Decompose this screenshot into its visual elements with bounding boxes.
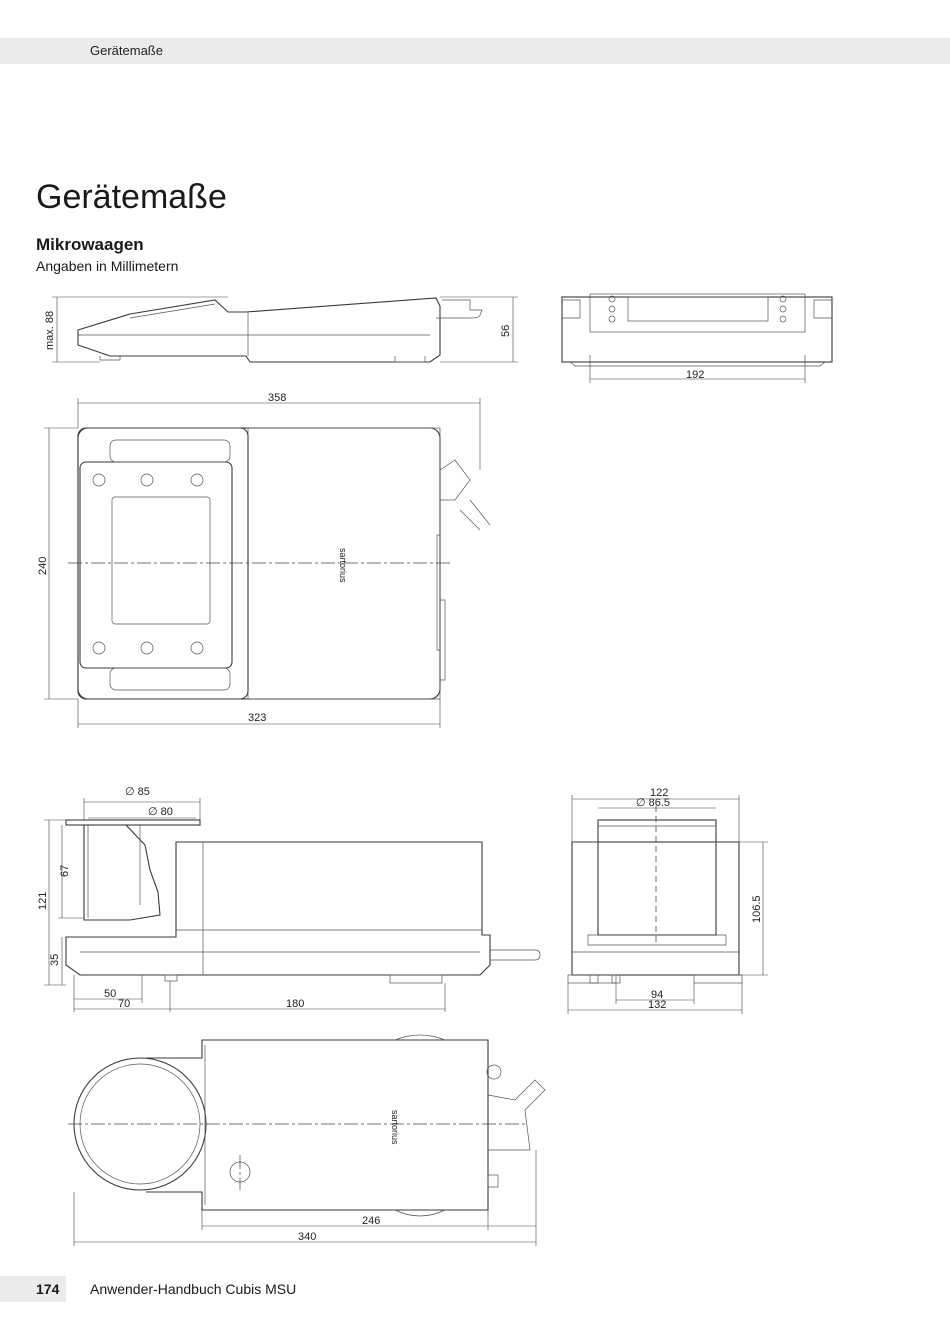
bottom-view-drawing: sartorius 246 340 (68, 1034, 546, 1246)
dim-rear-dia: ∅ 86.5 (636, 797, 670, 809)
brand-mark-top: sartorius (338, 548, 348, 583)
running-header-title: Gerätemaße (90, 43, 163, 58)
front-view-drawing: 192 (561, 293, 833, 383)
dim-total-height: 121 (37, 892, 49, 910)
dim-side-height: max. 88 (44, 311, 56, 350)
brand-mark-bottom: sartorius (390, 1110, 400, 1145)
side-chamber-drawing: ∅ 85 ∅ 80 121 67 35 50 70 180 (37, 786, 541, 1012)
dim-chamber-inner: ∅ 80 (148, 806, 173, 818)
dim-rear-height: 106.5 (751, 895, 763, 923)
dim-offset-70: 70 (118, 998, 130, 1010)
dim-rear-122: 122 (650, 787, 668, 799)
footer-document-title: Anwender-Handbuch Cubis MSU (90, 1281, 297, 1297)
dim-base-height: 35 (49, 954, 61, 966)
dim-top-width: 240 (37, 557, 49, 575)
top-view-drawing: sartorius 358 240 323 (37, 392, 491, 728)
section-subtitle: Angaben in Millimetern (36, 258, 179, 274)
dim-offset-180: 180 (286, 998, 304, 1010)
page-number-box: 174 (0, 1276, 66, 1302)
running-header: Gerätemaße (0, 38, 950, 64)
side-view-drawing: max. 88 56 (44, 296, 518, 363)
section-title: Mikrowaagen (36, 235, 144, 254)
dim-offset-50: 50 (104, 988, 116, 1000)
dim-bottom-246: 246 (362, 1215, 380, 1227)
dim-front-width: 192 (686, 369, 704, 381)
dim-top-depth: 358 (268, 392, 286, 404)
dim-chamber-outer: ∅ 85 (125, 786, 150, 798)
page-title: Gerätemaße (36, 178, 227, 216)
dim-foot-94: 94 (651, 989, 663, 1001)
page-number: 174 (36, 1281, 60, 1297)
dim-bottom-340: 340 (298, 1231, 316, 1243)
dim-chamber-height: 67 (59, 865, 71, 877)
rear-view-drawing: 122 ∅ 86.5 106.5 94 132 (567, 787, 768, 1014)
dim-side-rear-height: 56 (500, 325, 512, 337)
dim-top-base-depth: 323 (248, 712, 266, 724)
dim-foot-132: 132 (648, 999, 666, 1011)
